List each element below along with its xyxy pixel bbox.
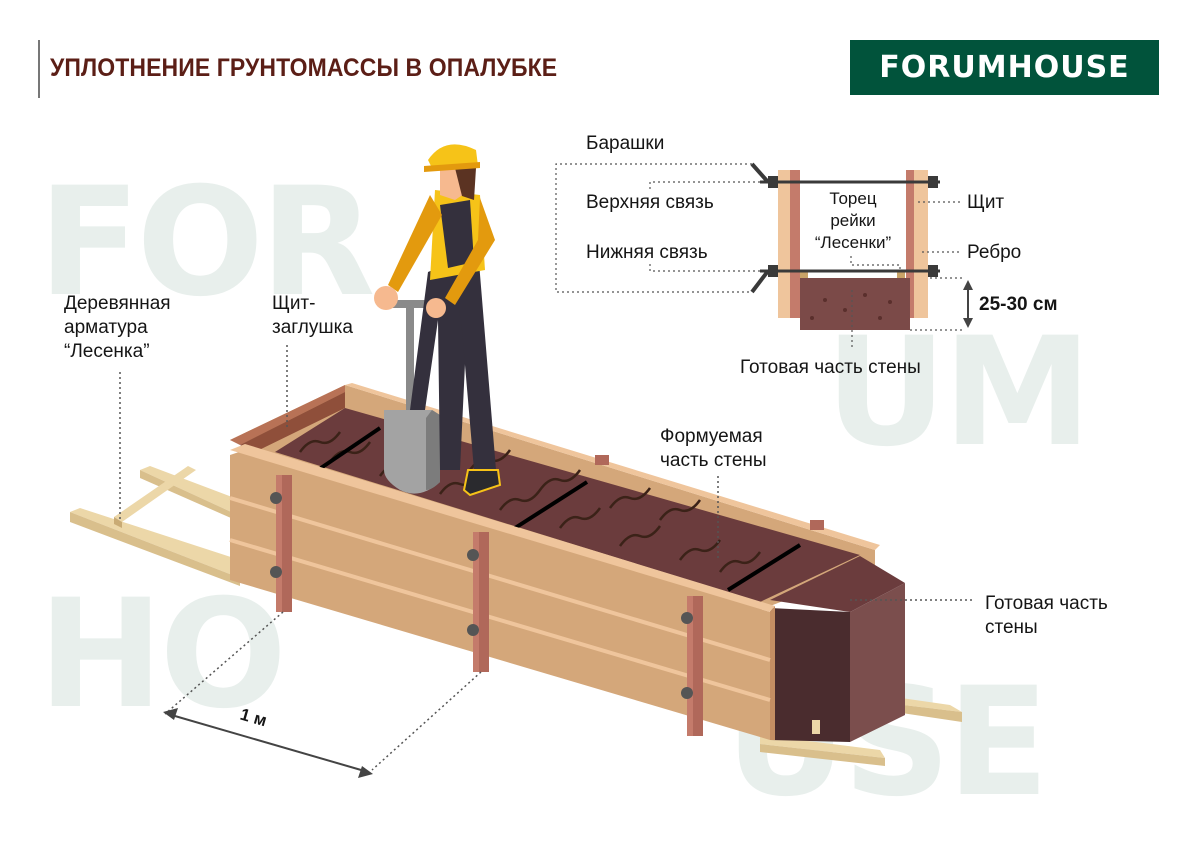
label-rib: Ребро <box>967 242 1022 263</box>
forumhouse-logo: FORUMHOUSE <box>850 40 1159 95</box>
watermark-um: UM <box>825 306 1092 480</box>
ladder-rails-left <box>70 466 240 586</box>
label-rail-end: Торец рейки “Лесенки” <box>814 189 892 252</box>
formwork-front <box>229 444 775 740</box>
label-end-shield: Щит- заглушка <box>272 293 353 338</box>
watermark-for: FOR <box>38 156 375 330</box>
label-layer-height: 25-30 см <box>979 294 1058 315</box>
page-title: УПЛОТНЕНИЕ ГРУНТОМАССЫ В ОПАЛУБКЕ <box>50 54 558 82</box>
label-forming-part: Формуемая часть стены <box>660 426 767 471</box>
label-upper-tie: Верхняя связь <box>586 192 714 213</box>
label-lower-tie: Нижняя связь <box>586 242 708 263</box>
worker-figure <box>374 144 502 497</box>
watermark-ho: HO <box>38 568 287 742</box>
cross-section-diagram <box>555 162 973 350</box>
label-finished-part: Готовая часть стены <box>985 593 1108 638</box>
label-finished-part-section: Готовая часть стены <box>740 357 921 378</box>
finished-wall-block <box>770 556 905 742</box>
label-ladder: Деревянная арматура “Лесенка” <box>64 293 171 362</box>
label-shield: Щит <box>967 192 1005 213</box>
ladder-rails-right <box>760 695 962 766</box>
title-accent-bar <box>38 40 40 98</box>
leader-lines <box>119 345 975 771</box>
distance-dimension <box>163 708 373 778</box>
formwork-posts <box>270 455 824 736</box>
tamper-tool <box>384 300 446 494</box>
label-wing-nuts: Барашки <box>586 133 665 154</box>
